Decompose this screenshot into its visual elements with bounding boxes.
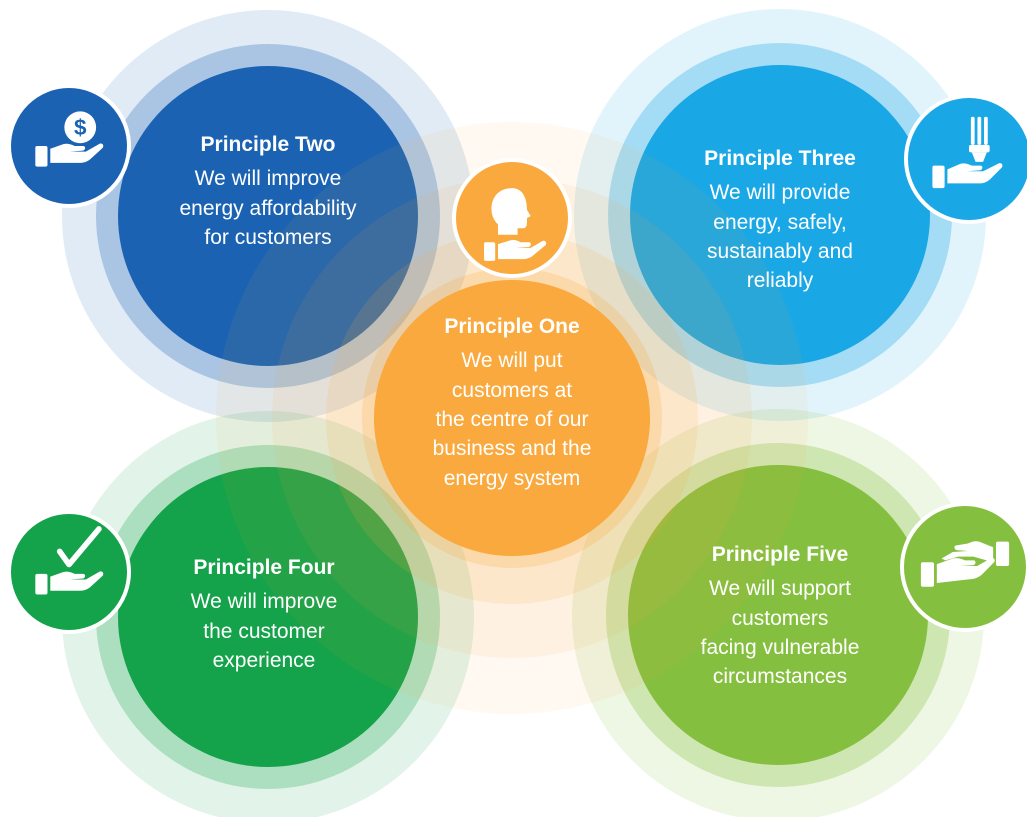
- principle-three-text: Principle Three We will provide energy, …: [648, 146, 912, 296]
- principle-two-text: Principle Two We will improve energy aff…: [138, 132, 398, 252]
- principle-one-circle: [216, 122, 808, 714]
- principle-five-circle: [572, 409, 984, 817]
- principle-five-title: Principle Five: [711, 543, 849, 566]
- handshake-icon: [900, 502, 1027, 632]
- light-bulb-in-hand-icon: [904, 94, 1027, 224]
- principle-four-circle: [62, 411, 474, 817]
- principle-one-description: We will put customers at the centre of o…: [432, 349, 592, 490]
- principle-four-text: Principle Four We will improve the custo…: [134, 555, 394, 675]
- principle-four-description: We will improve the customer experience: [190, 590, 338, 673]
- principle-five-description: We will support customers facing vulnera…: [700, 577, 860, 689]
- principle-one-text: Principle One We will put customers at t…: [392, 314, 632, 493]
- person-head-in-hand-icon: [452, 158, 572, 278]
- svg-text:$: $: [74, 115, 87, 140]
- principle-three-circle: [574, 9, 986, 421]
- principle-three-title: Principle Three: [704, 147, 856, 170]
- principle-two-description: We will improve energy affordability for…: [179, 167, 357, 250]
- principle-four-title: Principle Four: [193, 556, 335, 579]
- principle-five-text: Principle Five We will support customers…: [640, 542, 920, 692]
- checkmark-in-hand-icon: [7, 510, 131, 634]
- principle-one-title: Principle One: [444, 315, 580, 338]
- principle-two-circle: [62, 10, 474, 422]
- principle-three-description: We will provide energy, safely, sustaina…: [707, 181, 853, 293]
- dollar-coin-in-hand-icon: $: [7, 84, 131, 208]
- principle-two-title: Principle Two: [200, 133, 336, 156]
